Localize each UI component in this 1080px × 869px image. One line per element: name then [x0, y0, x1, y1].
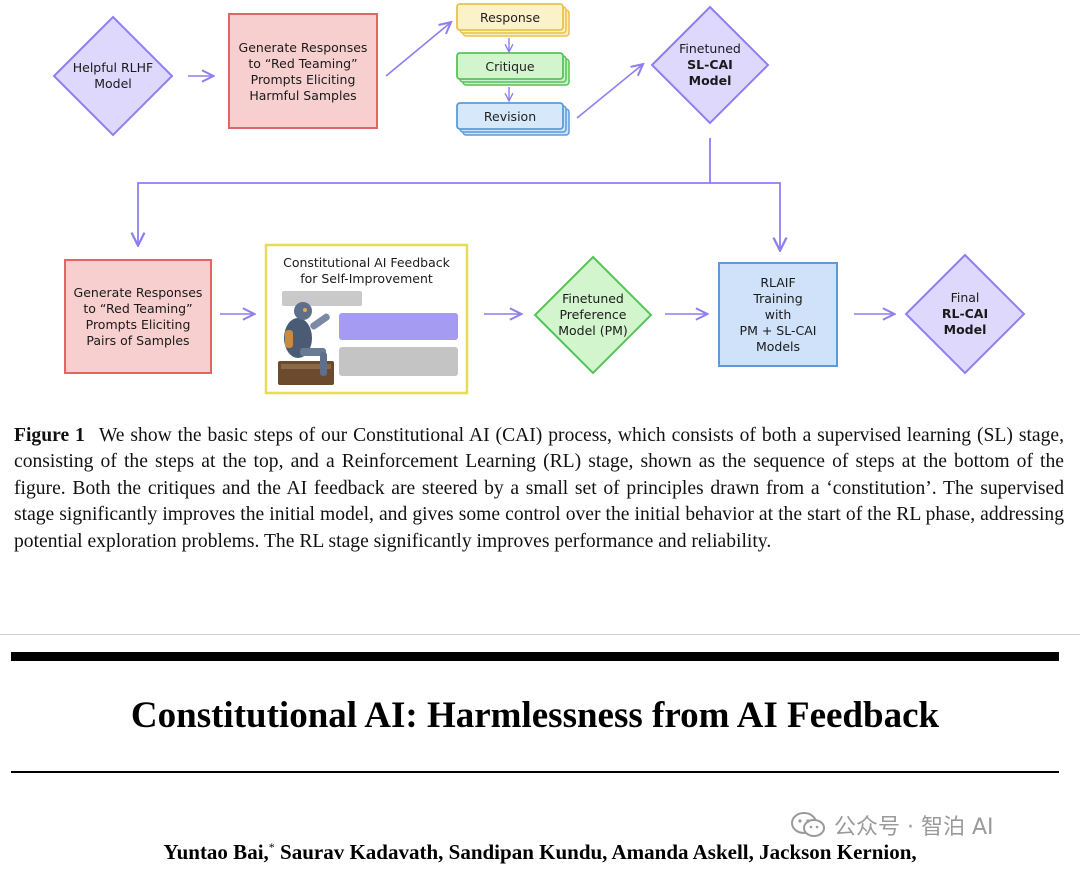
generate-pairs-box: [64, 259, 212, 374]
finetuned-sl-label: Finetuned SL-CAI Model: [652, 40, 768, 90]
rlaif-label: RLAIF Training with PM + SL-CAI Models: [739, 275, 817, 354]
robot-thinker-icon: [278, 302, 334, 385]
watermark: 公众号 · 智泊 AI: [790, 810, 1050, 840]
preference-model-label: Finetuned Preference Model (PM): [558, 291, 628, 338]
final-model-line1: Final: [950, 290, 980, 305]
diagram-canvas: [52, 3, 1026, 395]
author-first: Yuntao Bai,: [163, 840, 269, 864]
rlaif-box: [718, 262, 838, 367]
feedback-title: Constitutional AI Feedback for Self-Impr…: [283, 255, 450, 286]
title-rule-top: [11, 652, 1059, 661]
response-label: Response: [479, 9, 541, 25]
final-model-diamond: [904, 253, 1026, 375]
author-list: Yuntao Bai,* Saurav Kadavath, Sandipan K…: [0, 840, 1080, 865]
generate-pairs-label: Generate Responses to “Red Teaming” Prom…: [73, 285, 203, 348]
author-footnote-mark: *: [268, 840, 275, 854]
section-divider: [0, 634, 1080, 635]
final-model-label: Final RL-CAI Model: [906, 289, 1024, 339]
arrow-3: [576, 65, 642, 119]
finetuned-sl-line1: Finetuned: [679, 41, 741, 56]
critique-label: Critique: [485, 58, 535, 74]
cai-process-diagram: Helpful RLHF Model Generate Responses to…: [0, 0, 1080, 400]
author-rest: Saurav Kadavath, Sandipan Kundu, Amanda …: [280, 840, 917, 864]
helpful-model-diamond: [52, 15, 174, 137]
chat-bubble-grey-large: [339, 347, 458, 376]
critique-box: [456, 52, 570, 86]
finetuned-sl-line3: Model: [688, 73, 732, 88]
title-rule-bottom: [11, 771, 1059, 773]
revision-box: [456, 102, 570, 136]
paper-title: Constitutional AI: Harmlessness from AI …: [130, 695, 940, 736]
connector-right: [710, 182, 780, 249]
chat-bubble-grey-small: [282, 291, 362, 306]
connector-left: [138, 138, 711, 244]
generate-harmful-box: [228, 13, 378, 129]
final-model-line3: Model: [943, 322, 987, 337]
preference-model-diamond: [533, 255, 653, 375]
arrow-2: [385, 23, 450, 77]
revision-label: Revision: [483, 108, 537, 124]
final-model-line2: RL-CAI: [941, 306, 989, 321]
chat-bubble-purple: [339, 313, 458, 340]
figure-label: Figure 1: [14, 425, 85, 446]
generate-harmful-label: Generate Responses to “Red Teaming” Prom…: [238, 40, 368, 103]
helpful-model-label: Helpful RLHF Model: [72, 60, 154, 91]
finetuned-sl-diamond: [650, 5, 770, 125]
wechat-icon: [791, 812, 825, 837]
response-box: [456, 3, 570, 37]
caption-text: We show the basic steps of our Constitut…: [14, 425, 1064, 552]
watermark-text: 公众号 · 智泊 AI: [834, 815, 994, 840]
finetuned-sl-line2: SL-CAI: [687, 57, 733, 72]
